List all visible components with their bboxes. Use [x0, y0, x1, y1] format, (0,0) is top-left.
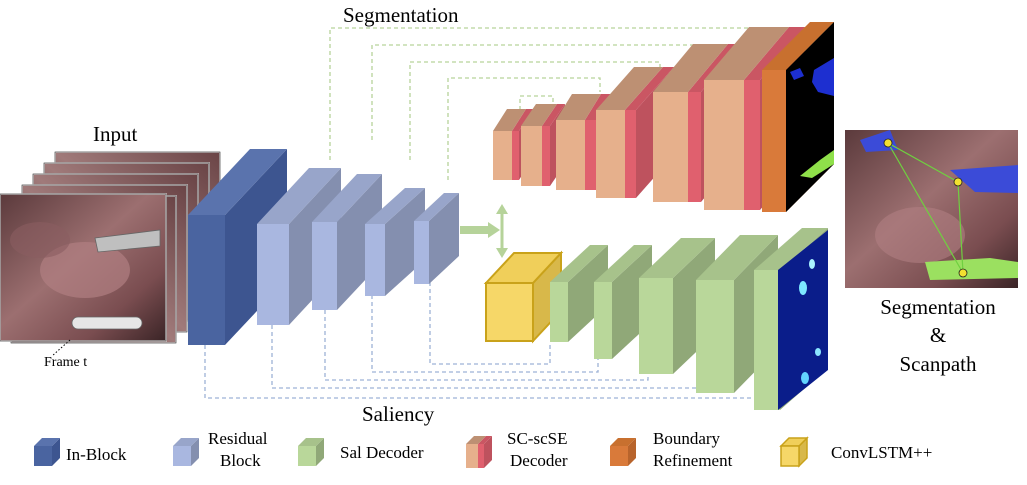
in-block: [188, 149, 287, 345]
input-frames: [0, 151, 221, 357]
output-label-line1: Segmentation: [880, 295, 996, 319]
sal-skip-line: [429, 282, 551, 365]
residual-block: [312, 174, 382, 310]
output-label-line2: &: [929, 323, 947, 347]
legend-label-convlstm: ConvLSTM++: [831, 443, 933, 462]
convlstm-block: [483, 250, 564, 344]
saliency-branch-label: Saliency: [362, 402, 435, 426]
residual-block: [414, 193, 459, 284]
arrow-up-head: [496, 204, 508, 214]
input-label: Input: [93, 122, 138, 146]
segmentation-scanpath-image: [845, 130, 1018, 288]
output-label-line3: Scanpath: [899, 352, 977, 376]
segmentation-branch-label: Segmentation: [343, 3, 459, 27]
seg-skip-line: [519, 95, 554, 110]
sal-skip-line: [371, 295, 599, 373]
legend-residual-icon: [173, 438, 199, 466]
legend-label-in-block: In-Block: [66, 445, 127, 464]
sal-decoder-block: [550, 245, 608, 342]
encoder-to-decoder-arrow: [460, 222, 500, 238]
legend-label-boundary-line1: Boundary: [653, 429, 721, 448]
arrow-down-head: [496, 248, 508, 258]
legend-icons: [34, 436, 809, 468]
legend-label-sal-decoder: Sal Decoder: [340, 443, 424, 462]
seg-skip-line: [447, 77, 601, 180]
frame-t-label: Frame t: [44, 355, 88, 370]
seg-skip-line: [409, 61, 661, 160]
legend-label-scse-line1: SC-scSE: [507, 429, 568, 448]
legend-label-residual-line1: Residual: [208, 429, 268, 448]
saliency-output-map: [778, 230, 828, 410]
legend-label-residual-line2: Block: [220, 451, 261, 470]
legend-in-block-icon: [34, 438, 60, 466]
legend-label-boundary-line2: Refinement: [653, 451, 733, 470]
output-maps: [778, 22, 1018, 410]
frame-t-image: [0, 193, 167, 357]
legend-scse-icon: [466, 436, 492, 468]
legend-label-scse-line2: Decoder: [510, 451, 568, 470]
legend-boundary-icon: [610, 438, 636, 466]
network-blocks: [188, 22, 834, 410]
legend-convlstm-icon: [779, 436, 809, 468]
segmentation-output-map: [786, 22, 834, 212]
legend-sal-decoder-icon: [298, 438, 324, 466]
